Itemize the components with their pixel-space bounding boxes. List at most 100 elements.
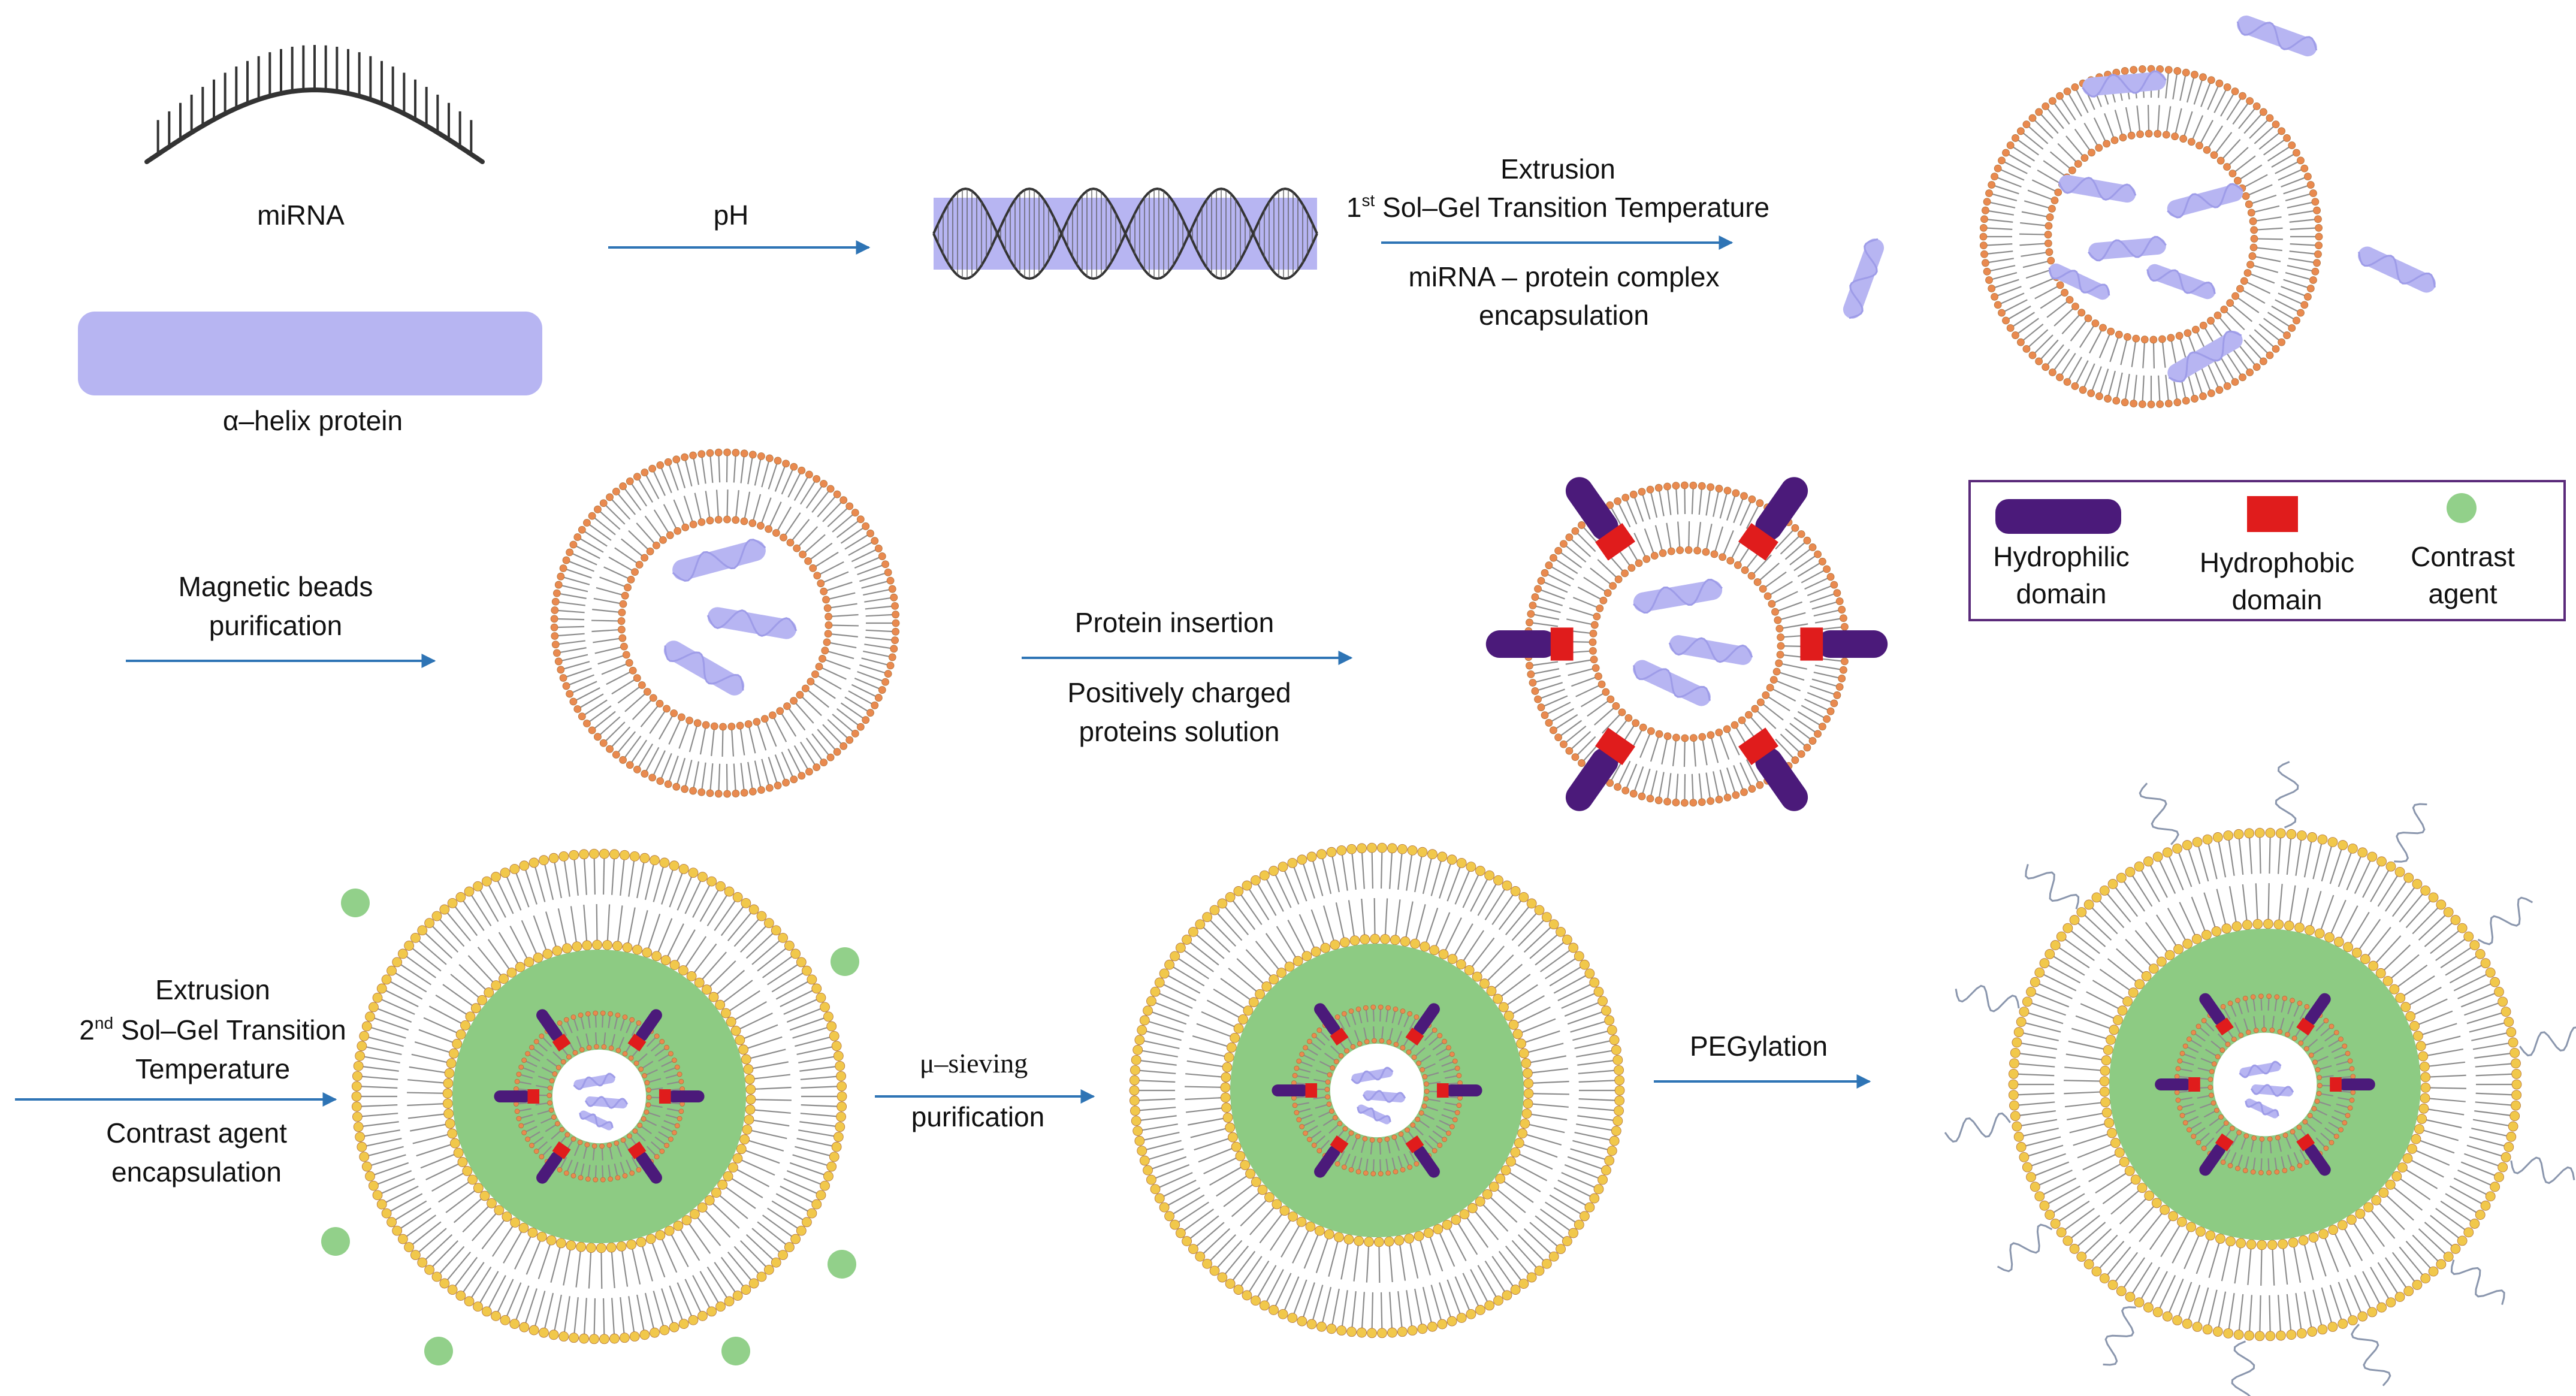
lipid-head [702, 721, 710, 729]
lipid-tail [646, 1069, 658, 1075]
lipid-head [570, 1136, 576, 1142]
lipid-head [1550, 554, 1557, 562]
lipid-head [2282, 1168, 2288, 1174]
lipid-head [369, 1180, 379, 1191]
lipid-tail [439, 1246, 465, 1274]
lipid-tail [1173, 1194, 1205, 1214]
sieving-label: μ–sieving [920, 1048, 1028, 1078]
lipid-head [1143, 1165, 1153, 1176]
lipid-head [515, 962, 526, 972]
lipid-head [569, 1332, 579, 1343]
lipid-tail [1319, 1060, 1331, 1068]
lipid-tail [2091, 907, 2118, 935]
lipid-tail [1564, 1164, 1599, 1179]
lipid-tail [606, 672, 630, 685]
lipid-head [2272, 120, 2280, 129]
lipid-tail [754, 760, 762, 787]
lipid-tail [658, 1131, 669, 1139]
lipid-head [2436, 899, 2447, 910]
lipid-head [1243, 1005, 1254, 1016]
lipid-tail [1354, 1030, 1360, 1042]
lipid-tail [2240, 1138, 2246, 1150]
lipid-tail [1146, 1140, 1182, 1150]
lipid-tail [701, 457, 706, 484]
lipid-tail [620, 860, 625, 896]
lipid-tail [2098, 334, 2110, 358]
lipid-head [1482, 1189, 1493, 1199]
lipid-tail [617, 687, 640, 704]
lipid-tail [471, 895, 492, 927]
lipid-head [2179, 135, 2188, 143]
lipid-head [2030, 977, 2040, 987]
lipid-head [1276, 968, 1287, 978]
lipid-tail [645, 1119, 657, 1126]
lipid-tail [1810, 593, 1834, 603]
lipid-head [2363, 1202, 2374, 1213]
lipid-tail [1365, 1010, 1369, 1023]
lipid-head [2201, 929, 2212, 940]
lipid-tail [2200, 1132, 2210, 1142]
lipid-head [646, 1095, 652, 1101]
lipid-tail [2440, 1200, 2471, 1222]
lipid-head [686, 971, 697, 981]
lipid-head [1689, 481, 1698, 489]
lipid-head [1638, 488, 1646, 496]
lipid-head [539, 1327, 549, 1338]
lipid-tail [792, 1027, 828, 1039]
lipid-head [1393, 1041, 1399, 1047]
lipid-head [355, 1051, 366, 1061]
lipid-tail [1706, 524, 1713, 549]
lipid-tail [2331, 1116, 2343, 1123]
lipid-head [2349, 1097, 2355, 1103]
lipid-tail [720, 1256, 744, 1286]
complex-strand [2088, 235, 2167, 262]
lipid-head [2056, 92, 2064, 100]
lipid-head [2405, 1011, 2416, 1022]
lipid-head [1594, 672, 1602, 681]
lipid-head [829, 1152, 839, 1162]
lipid-tail [2203, 892, 2216, 927]
lipid-tail [1659, 491, 1665, 516]
lipid-tail [1574, 1040, 1610, 1050]
lipid-head [1418, 1110, 1424, 1116]
lipid-head [431, 911, 442, 921]
lipid-head [1584, 1202, 1595, 1213]
lipid-tail [2328, 1122, 2339, 1129]
lipid-tail [1990, 265, 2016, 272]
lipid-tail [608, 1164, 611, 1177]
lipid-head [2069, 915, 2080, 925]
lipid-head [636, 1020, 642, 1026]
lipid-tail [1505, 907, 1529, 936]
lipid-tail [1545, 1201, 1576, 1223]
lipid-tail [2035, 1161, 2070, 1176]
lipid-tail [1560, 552, 1583, 569]
lipid-head [1826, 707, 1835, 715]
lipid-head [622, 651, 630, 659]
lipid-head [706, 1306, 717, 1317]
lipid-tail [2132, 1262, 2153, 1294]
lipid-head [533, 1149, 539, 1154]
lipid-head [2095, 144, 2103, 152]
lipid-head [820, 479, 828, 488]
lipid-tail [1659, 772, 1665, 797]
lipid-tail [1566, 726, 1587, 743]
lipid-head [2121, 67, 2129, 75]
lipid-tail [2283, 279, 2308, 288]
lipid-tail [2083, 122, 2098, 146]
lipid-head [1427, 849, 1438, 860]
lipid-head [2296, 830, 2307, 841]
lipid-tail [1797, 563, 1820, 578]
lipid-tail [827, 581, 853, 591]
lipid-tail [709, 960, 736, 987]
lipid-head [1324, 1086, 1330, 1092]
lipid-head [2303, 1046, 2309, 1051]
lipid-head [2050, 197, 2059, 204]
lipid-head [1826, 573, 1835, 581]
lipid-tail [2070, 321, 2087, 342]
lipid-tail [673, 499, 685, 525]
lipid-tail [2224, 1149, 2231, 1161]
lipid-head [2290, 1129, 2296, 1135]
lipid-tail [2362, 1217, 2385, 1247]
lipid-tail [2208, 125, 2223, 147]
lipid-head [1529, 602, 1537, 609]
